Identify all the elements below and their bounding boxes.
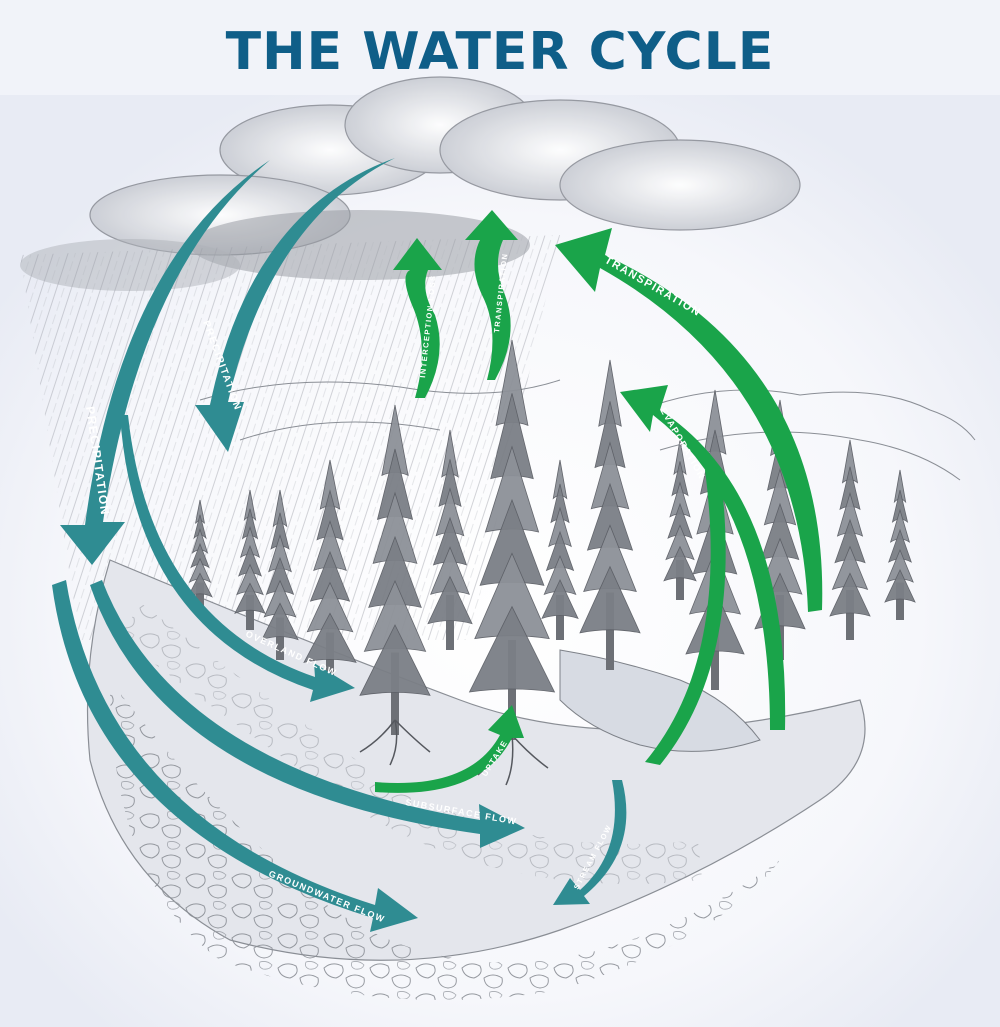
transpiration-tree-arrow	[465, 210, 518, 380]
conifer-tree	[187, 499, 213, 610]
bedrock	[110, 680, 780, 1000]
stream-flow-arrow	[553, 780, 627, 905]
groundwater-flow-arrow	[52, 580, 418, 932]
conifer-tree	[663, 439, 697, 600]
conifer-tree	[427, 429, 473, 650]
conifer-tree	[579, 359, 641, 670]
evaporation-stream-arrow	[645, 470, 726, 765]
conifer-tree	[541, 459, 579, 640]
green-arrows	[375, 210, 823, 793]
stream	[559, 649, 761, 752]
uptake-arrow	[375, 705, 524, 793]
precipitation-outer-arrow	[60, 160, 270, 565]
conifer-tree	[829, 439, 871, 640]
conifer-tree	[234, 489, 266, 630]
precipitation-inner-arrow	[195, 158, 395, 452]
interception-loss-arrow	[393, 238, 442, 398]
subsurface-flow-arrow	[90, 580, 525, 848]
evaporation-arrow	[620, 385, 786, 730]
diagram-title: THE WATER CYCLE	[225, 22, 775, 82]
conifer-tree	[884, 469, 916, 620]
overland-flow-arrow	[120, 415, 355, 702]
conifer-tree	[261, 489, 299, 660]
conifer-tree	[359, 404, 431, 735]
blue-arrows	[52, 158, 627, 932]
conifer-tree	[468, 339, 556, 740]
conifer-tree	[303, 459, 357, 690]
transpiration-right-arrow	[555, 228, 823, 612]
